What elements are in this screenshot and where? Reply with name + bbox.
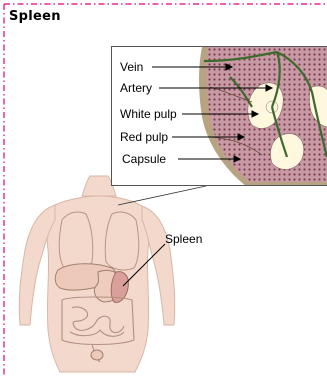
spleen-inset: Vein Artery White pulp Red pulp Capsule: [111, 46, 327, 186]
bladder: [91, 350, 103, 360]
label-red-pulp: Red pulp: [120, 130, 168, 144]
label-white-pulp: White pulp: [120, 107, 177, 121]
callout-spleen-label: Spleen: [165, 232, 202, 246]
zoom-line: [118, 186, 206, 205]
label-capsule: Capsule: [122, 152, 166, 166]
label-artery: Artery: [120, 81, 152, 95]
label-vein: Vein: [120, 60, 143, 74]
